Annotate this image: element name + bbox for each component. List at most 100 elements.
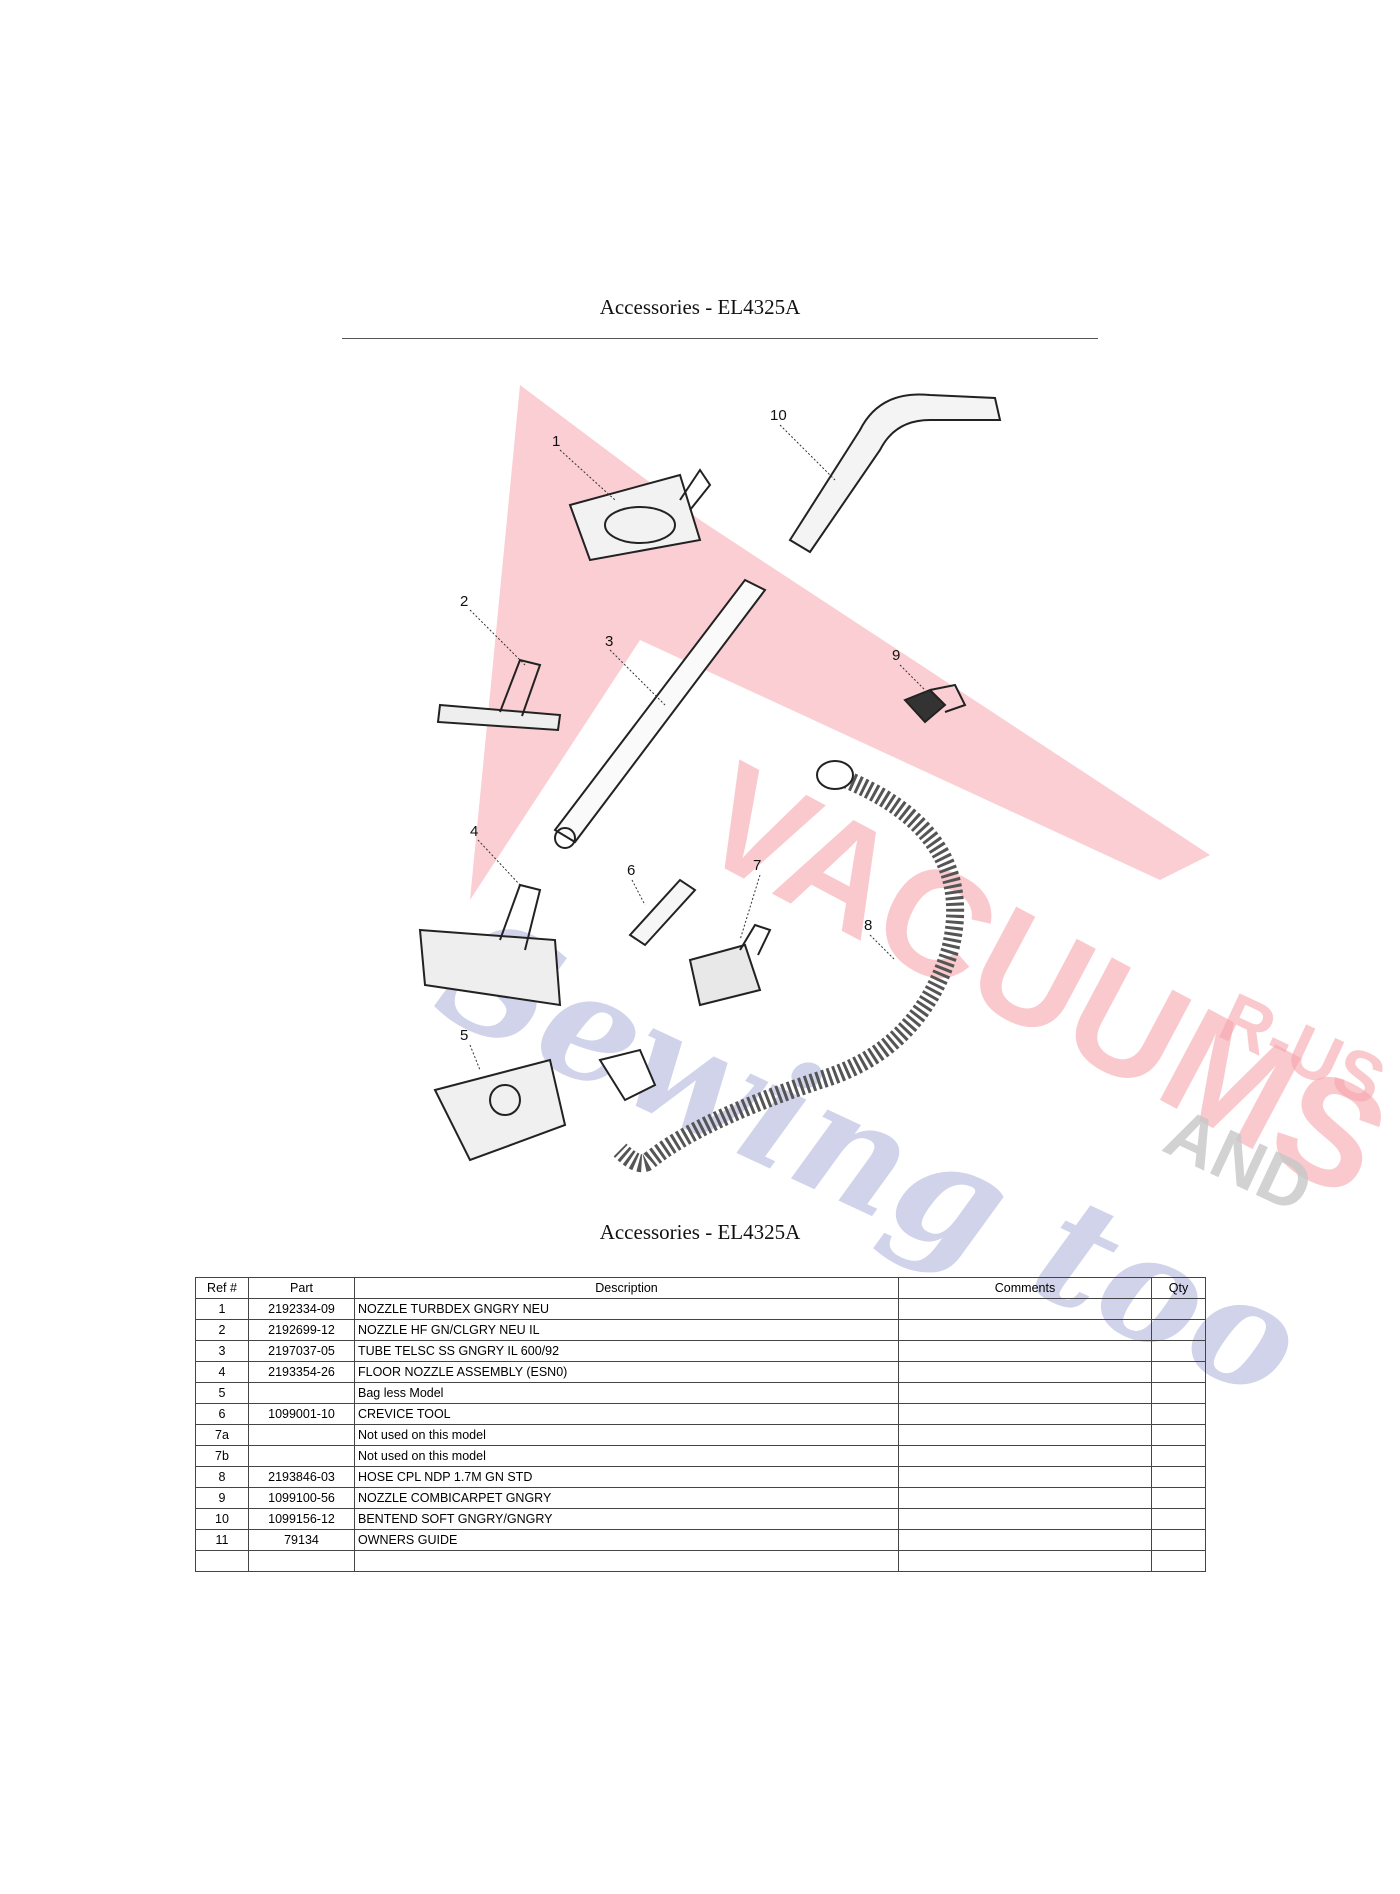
qty-cell	[1151, 1508, 1206, 1530]
description-cell: Not used on this model	[354, 1445, 899, 1467]
header-description: Description	[354, 1277, 899, 1299]
crevice-tool-part	[628, 878, 697, 947]
qty-cell	[1151, 1445, 1206, 1467]
floor-nozzle-part	[418, 883, 562, 1007]
callout-10: 10	[770, 407, 787, 424]
header-part: Part	[248, 1277, 355, 1299]
callout-4: 4	[470, 823, 478, 840]
parts-diagram: 1 2 3 4 5 6 7 8 9 10	[418, 393, 1002, 1173]
part-cell	[248, 1445, 355, 1467]
comments-cell	[898, 1340, 1152, 1362]
comments-cell	[898, 1550, 1152, 1572]
part-cell: 2197037-05	[248, 1340, 355, 1362]
part-cell: 2192699-12	[248, 1319, 355, 1341]
title-divider	[342, 338, 1098, 339]
description-cell: CREVICE TOOL	[354, 1403, 899, 1425]
comments-cell	[898, 1361, 1152, 1383]
ref-cell: 3	[195, 1340, 249, 1362]
part-cell: 1099156-12	[248, 1508, 355, 1530]
part-cell: 1099001-10	[248, 1403, 355, 1425]
comments-cell	[898, 1466, 1152, 1488]
header-qty: Qty	[1151, 1277, 1206, 1299]
bag-part	[433, 1058, 567, 1162]
ref-cell: 2	[195, 1319, 249, 1341]
part-cell: 79134	[248, 1529, 355, 1551]
telescopic-tube-part	[553, 578, 767, 849]
qty-cell	[1151, 1319, 1206, 1341]
part-cell	[248, 1382, 355, 1404]
page-title: Accessories - EL4325A	[599, 295, 801, 319]
table-row	[195, 1550, 1206, 1572]
description-cell: Not used on this model	[354, 1424, 899, 1446]
part-cell: 1099100-56	[248, 1487, 355, 1509]
description-cell: TUBE TELSC SS GNGRY IL 600/92	[354, 1340, 899, 1362]
ref-cell: 5	[195, 1382, 249, 1404]
ref-cell: 8	[195, 1466, 249, 1488]
hard-floor-nozzle-part	[436, 658, 562, 732]
description-cell: NOZZLE COMBICARPET GNGRY	[354, 1487, 899, 1509]
ref-cell: 9	[195, 1487, 249, 1509]
combi-carpet-nozzle-part	[903, 683, 967, 724]
description-cell: BENTEND SOFT GNGRY/GNGRY	[354, 1508, 899, 1530]
table-row: 5 Bag less Model	[195, 1382, 1206, 1404]
comments-cell	[898, 1487, 1152, 1509]
description-cell	[354, 1550, 899, 1572]
table-header-row: Ref # Part Description Comments Qty	[195, 1277, 1206, 1299]
qty-cell	[1151, 1424, 1206, 1446]
ref-cell: 7b	[195, 1445, 249, 1467]
header-comments: Comments	[898, 1277, 1152, 1299]
part-cell: 2193846-03	[248, 1466, 355, 1488]
qty-cell	[1151, 1340, 1206, 1362]
bent-end-part	[788, 393, 1002, 554]
ref-cell: 11	[195, 1529, 249, 1551]
qty-cell	[1151, 1298, 1206, 1320]
callout-1: 1	[552, 433, 560, 450]
mini-turbo-part	[688, 923, 772, 1007]
watermark-and-text: AND	[1154, 1093, 1324, 1228]
table-title: Accessories - EL4325A	[599, 1220, 801, 1244]
table-row: 7b Not used on this model	[195, 1445, 1206, 1467]
comments-cell	[898, 1382, 1152, 1404]
part-cell	[248, 1550, 355, 1572]
table-row: 7a Not used on this model	[195, 1424, 1206, 1446]
callout-2: 2	[460, 593, 468, 610]
ref-cell: 4	[195, 1361, 249, 1383]
comments-cell	[898, 1424, 1152, 1446]
comments-cell	[898, 1508, 1152, 1530]
part-cell: 2193354-26	[248, 1361, 355, 1383]
qty-cell	[1151, 1403, 1206, 1425]
description-cell: OWNERS GUIDE	[354, 1529, 899, 1551]
comments-cell	[898, 1529, 1152, 1551]
callout-8: 8	[864, 917, 872, 934]
watermark-rus-text: R-US	[1209, 978, 1397, 1121]
ref-cell: 7a	[195, 1424, 249, 1446]
qty-cell	[1151, 1487, 1206, 1509]
ref-cell: 6	[195, 1403, 249, 1425]
qty-cell	[1151, 1466, 1206, 1488]
qty-cell	[1151, 1361, 1206, 1383]
ref-cell	[195, 1550, 249, 1572]
description-cell: NOZZLE TURBDEX GNGRY NEU	[354, 1298, 899, 1320]
part-cell	[248, 1424, 355, 1446]
description-cell: FLOOR NOZZLE ASSEMBLY (ESN0)	[354, 1361, 899, 1383]
comments-cell	[898, 1298, 1152, 1320]
callout-7: 7	[753, 857, 761, 874]
part-cell: 2192334-09	[248, 1298, 355, 1320]
hose-part	[598, 760, 965, 1173]
description-cell: Bag less Model	[354, 1382, 899, 1404]
comments-cell	[898, 1445, 1152, 1467]
callout-3: 3	[605, 633, 613, 650]
callout-5: 5	[460, 1027, 468, 1044]
qty-cell	[1151, 1550, 1206, 1572]
